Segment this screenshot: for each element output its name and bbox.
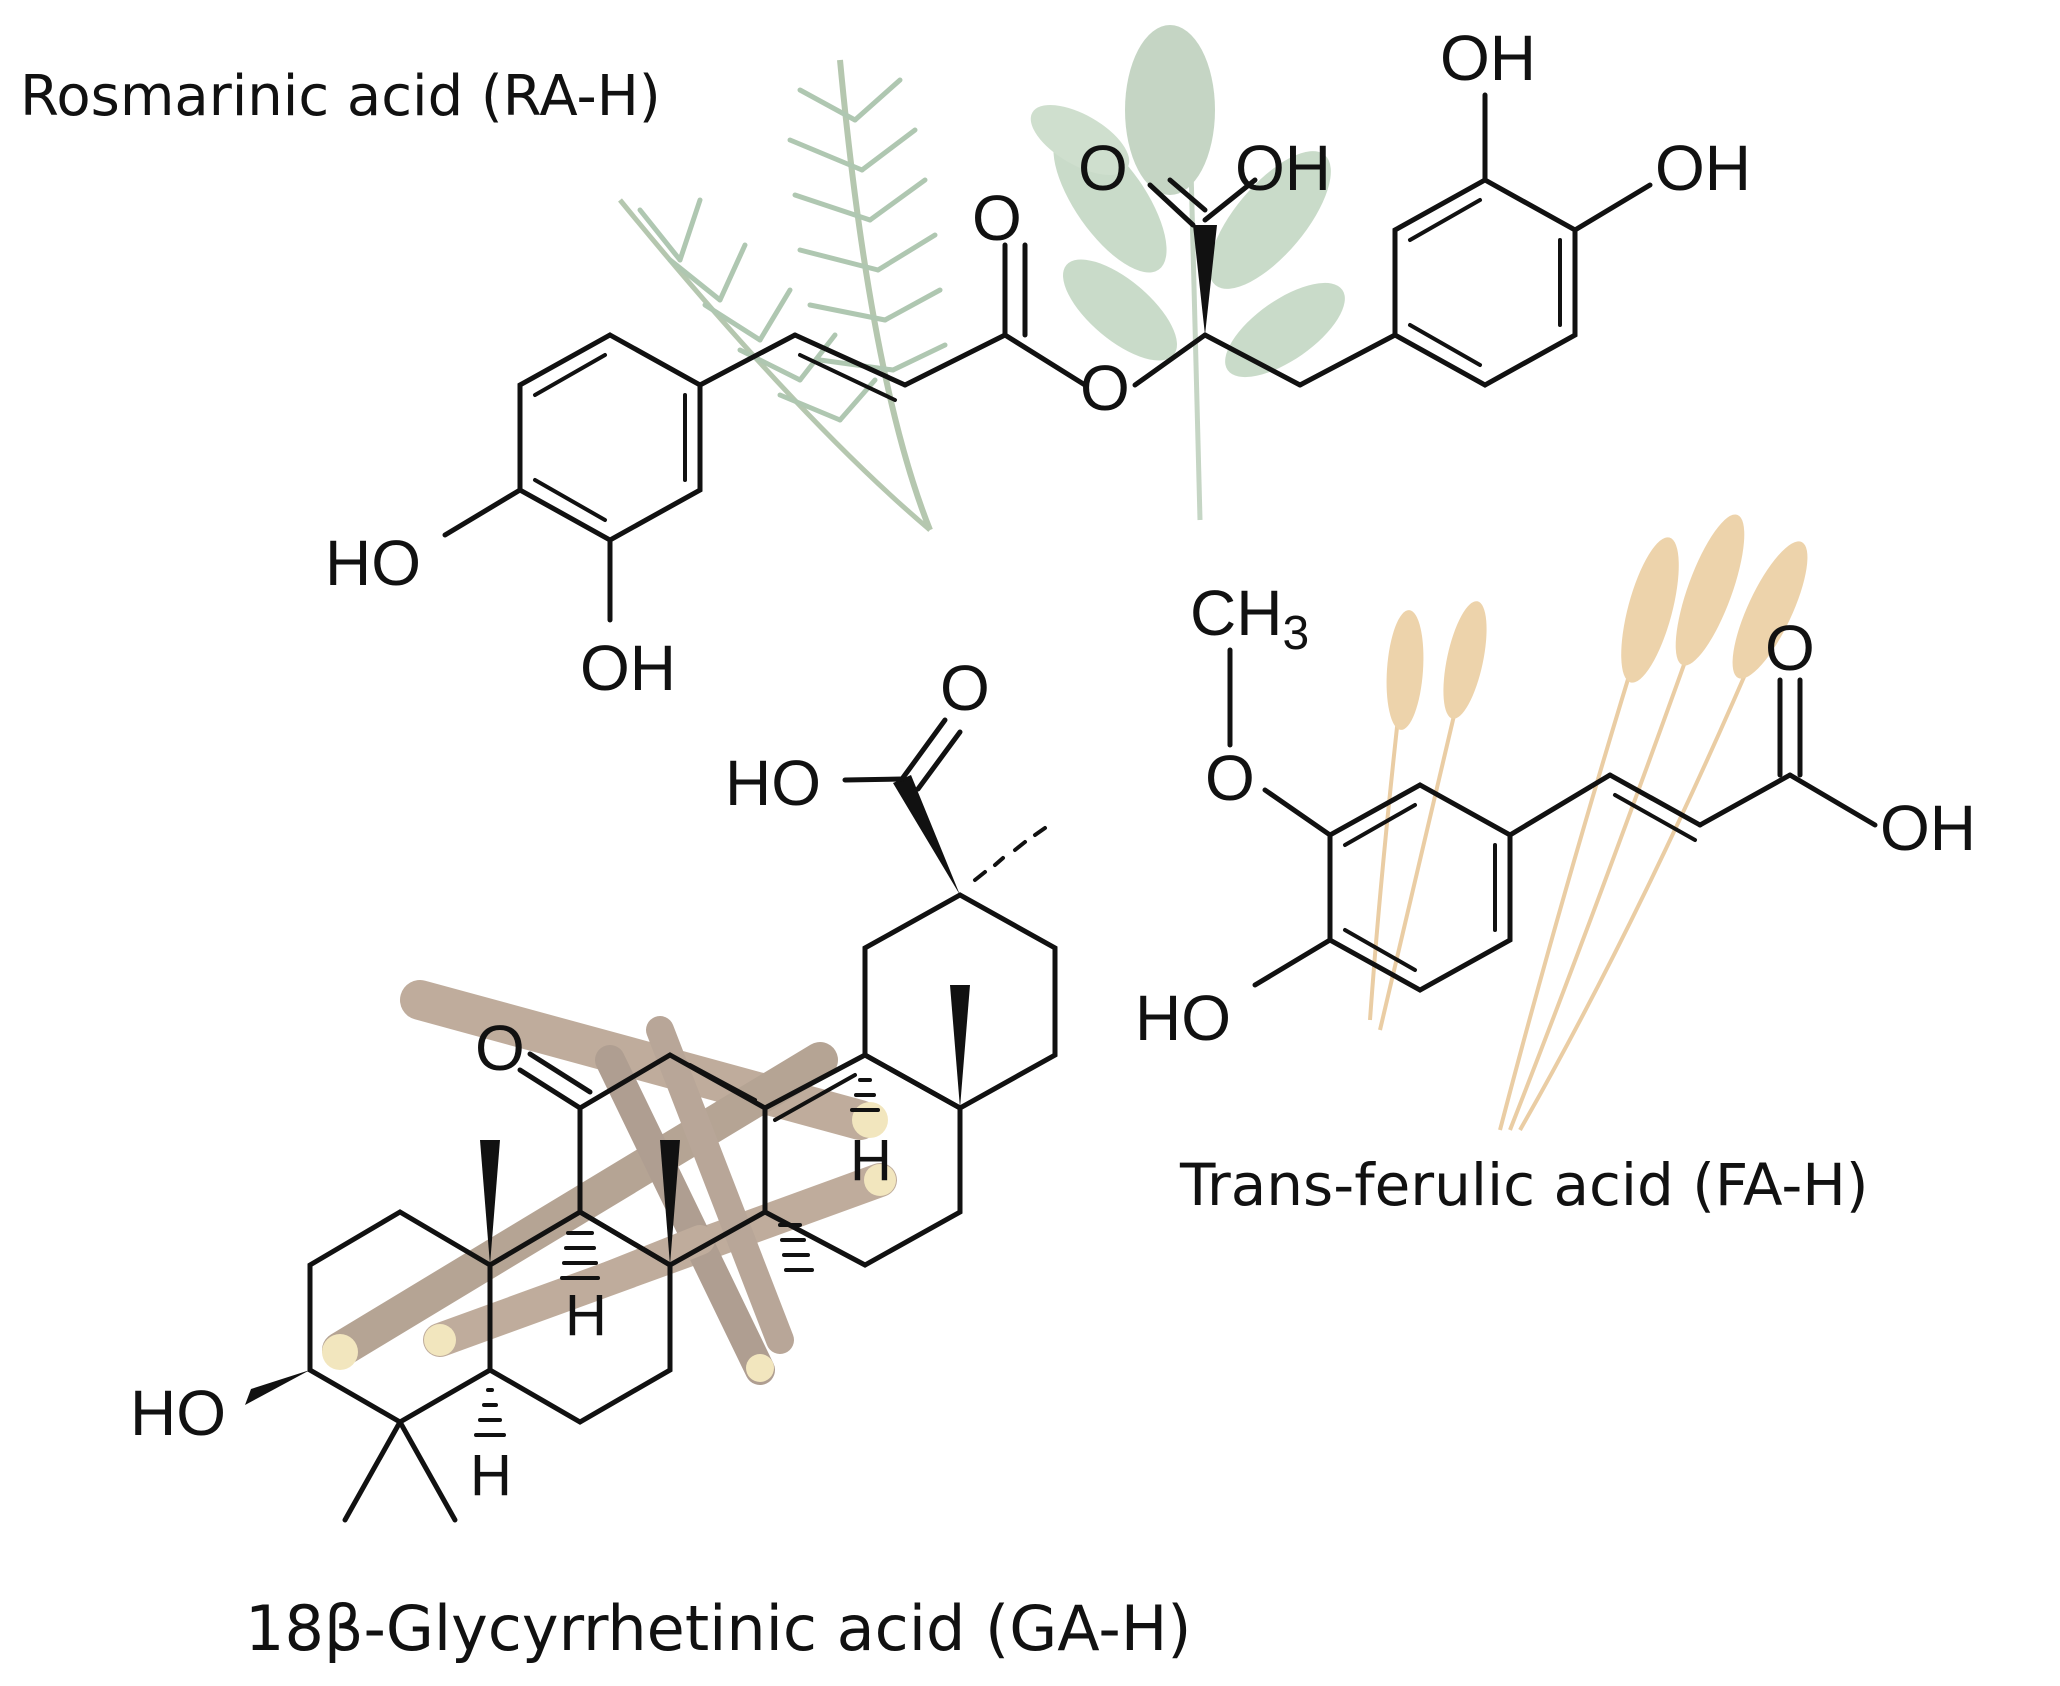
wheat-ears-image bbox=[1368, 514, 1808, 1131]
ga-ketone-o: O bbox=[475, 1012, 525, 1084]
ga-h-18: H bbox=[850, 1128, 892, 1193]
licorice-roots-image bbox=[322, 980, 897, 1385]
fa-ho: HO bbox=[1135, 982, 1231, 1054]
caption-rosmarinic-acid: Rosmarinic acid (RA-H) bbox=[20, 64, 661, 129]
ra-oh-right: OH bbox=[1655, 132, 1751, 204]
ga-acid-ho: HO bbox=[725, 747, 821, 819]
ra-carbonyl-o: O bbox=[972, 182, 1022, 254]
ga-h-5: H bbox=[470, 1443, 512, 1508]
ra-oh-top: OH bbox=[1440, 22, 1536, 94]
ra-oh-bottom: OH bbox=[580, 632, 676, 704]
caption-ferulic-acid: Trans-ferulic acid (FA-H) bbox=[1179, 1151, 1869, 1219]
rosmarinic-acid-structure bbox=[442, 92, 1653, 623]
sage-leaves-image bbox=[1030, 25, 1345, 521]
fa-carbonyl-o: O bbox=[1765, 612, 1815, 684]
fa-acid-oh: OH bbox=[1880, 792, 1976, 864]
ferulic-acid-structure bbox=[1227, 647, 1878, 993]
ra-acid-oh: OH bbox=[1235, 132, 1331, 204]
ra-ho-left: HO bbox=[325, 527, 421, 599]
glycyrrhetinic-acid-structure bbox=[245, 717, 1058, 1523]
rosemary-sprig-image bbox=[618, 59, 948, 532]
ra-acid-o: O bbox=[1078, 132, 1128, 204]
ga-h-9: H bbox=[565, 1283, 607, 1348]
ra-ester-o: O bbox=[1080, 352, 1130, 424]
atom-labels: OH OH O OH O O HO OH CH3 O O OH HO O HO … bbox=[130, 22, 1976, 1508]
ga-ho: HO bbox=[130, 1377, 226, 1449]
fa-methoxy-o: O bbox=[1205, 742, 1255, 814]
caption-glycyrrhetinic-acid: 18β-Glycyrrhetinic acid (GA-H) bbox=[245, 1592, 1192, 1665]
ga-acid-o: O bbox=[940, 652, 990, 724]
fa-methyl: CH3 bbox=[1190, 577, 1309, 660]
